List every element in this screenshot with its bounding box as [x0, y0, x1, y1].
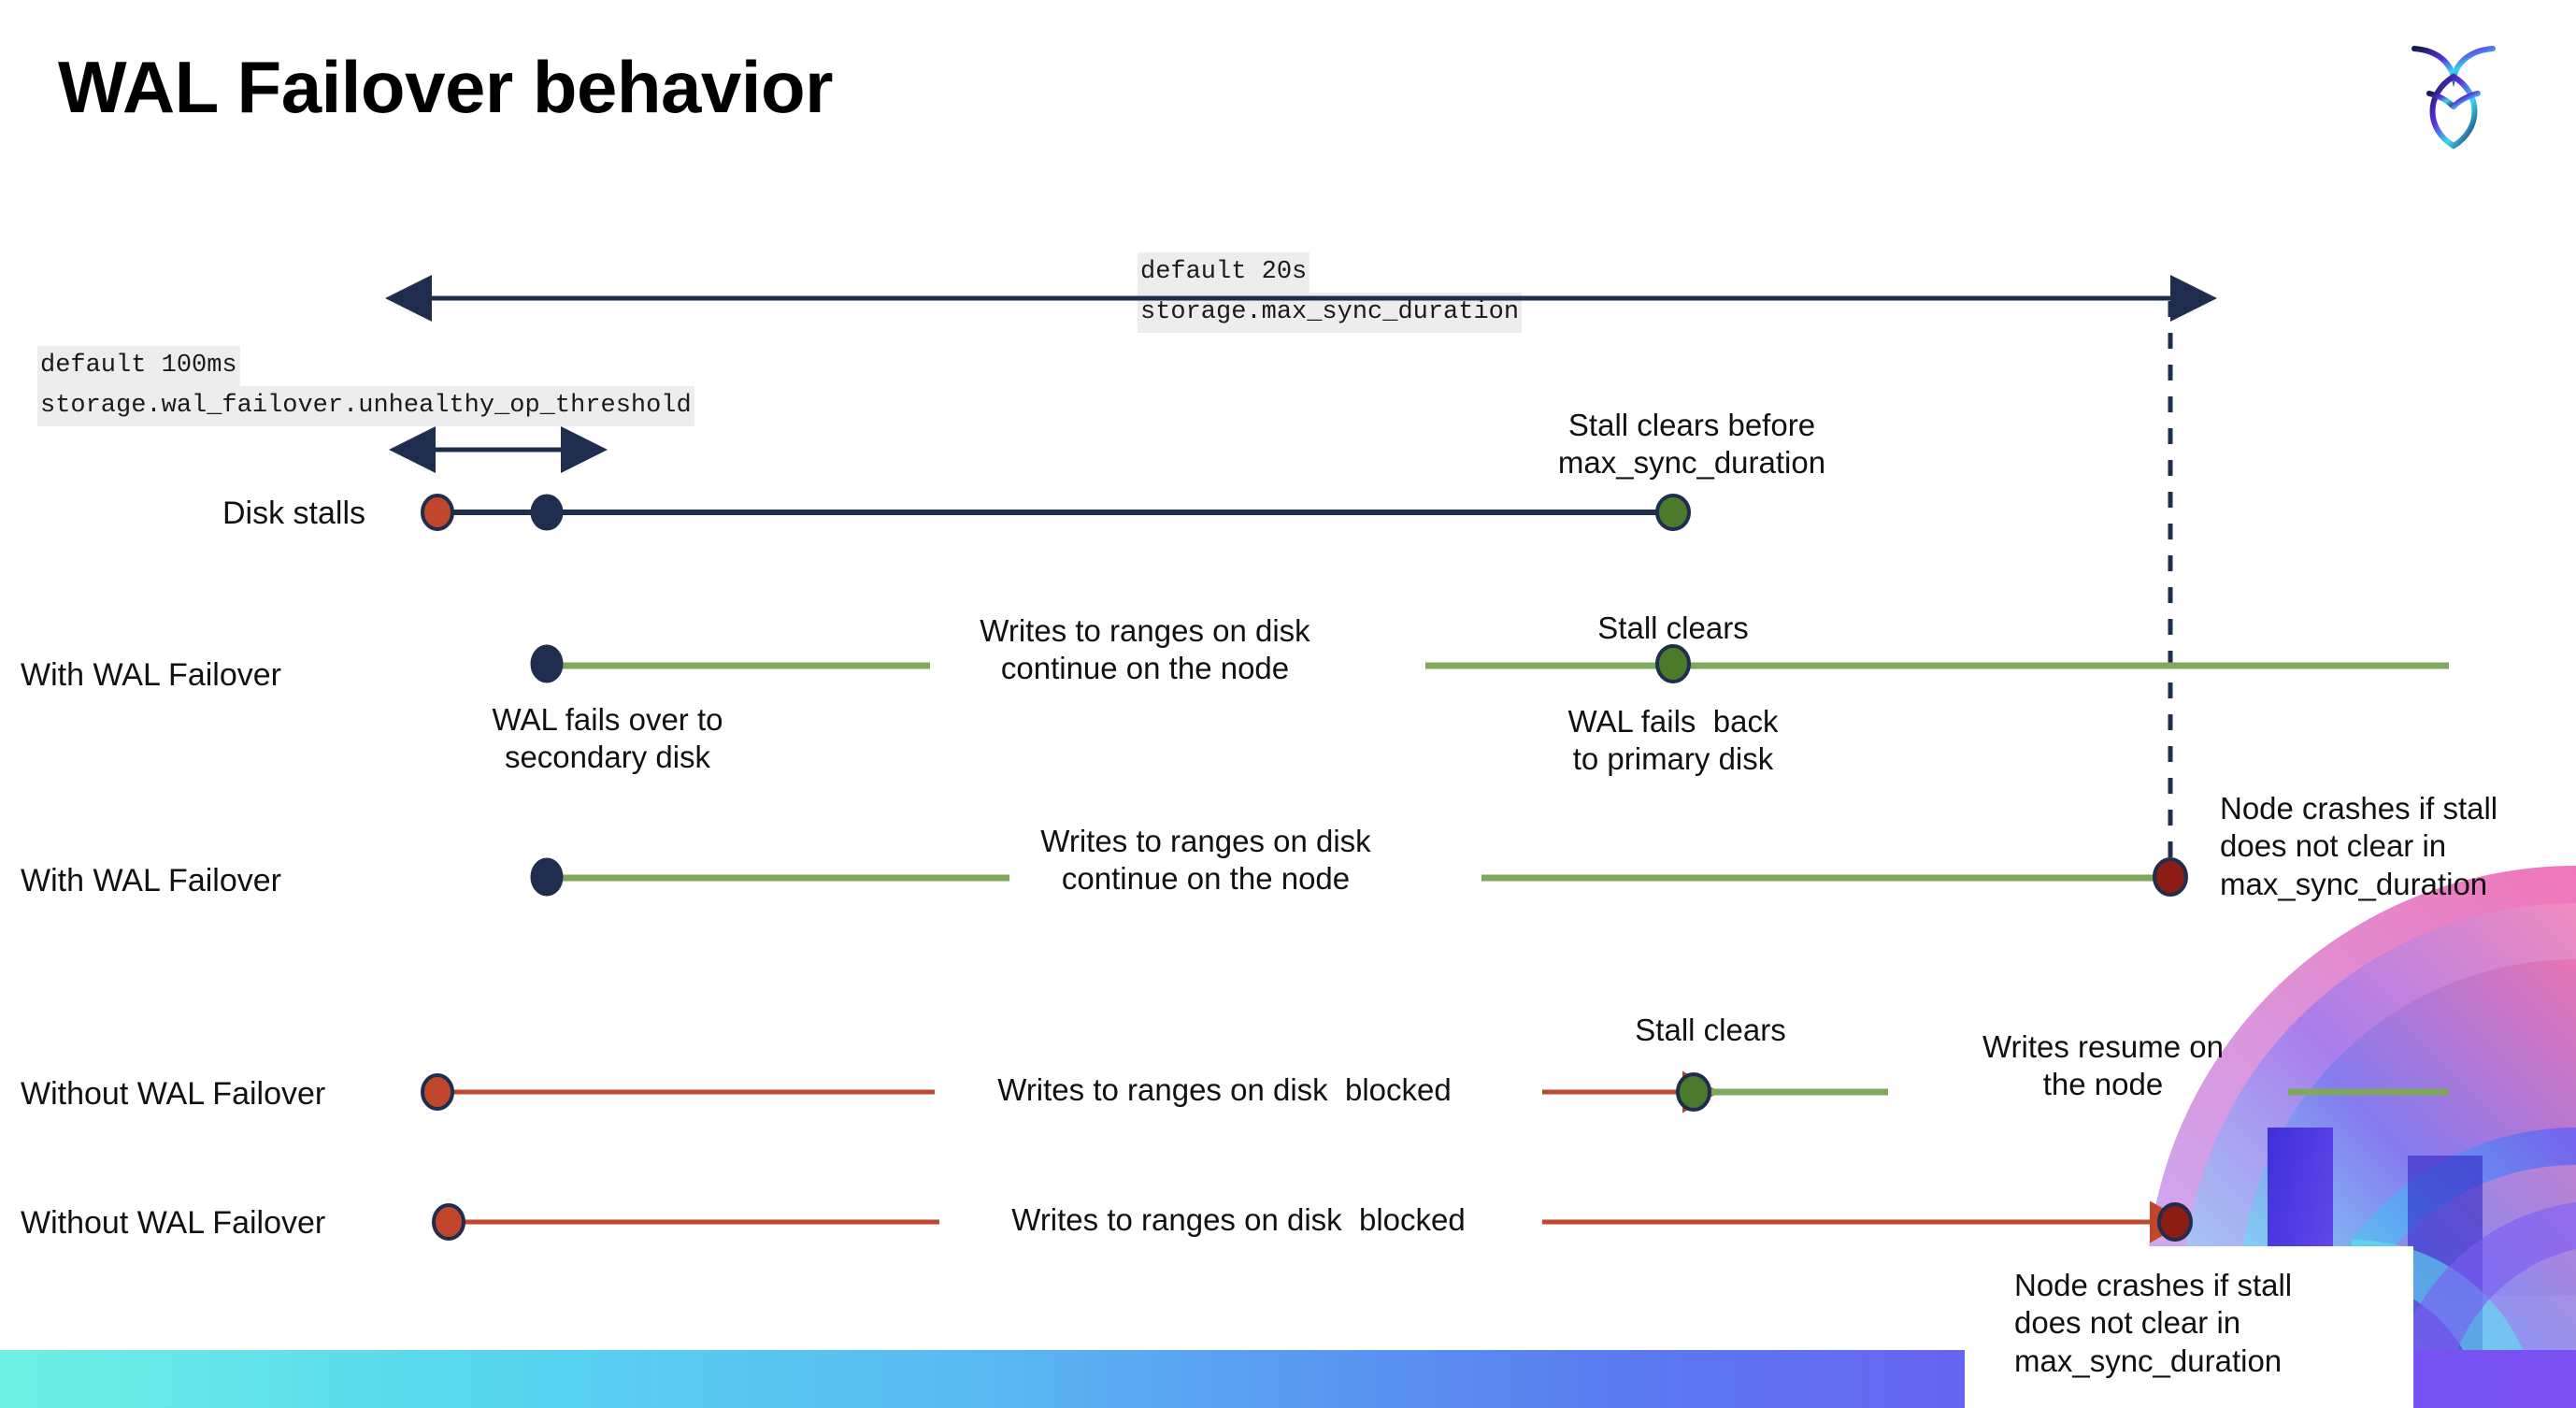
note-writes-resume: Writes resume on the node: [1982, 1029, 2224, 1102]
timeline-row-without-wal-failover-1: [421, 1070, 2449, 1113]
note-writes-blocked-1: Writes to ranges on disk blocked: [997, 1072, 1452, 1107]
marker-stall-clears-failover: [1655, 644, 1691, 683]
timeline-row-disk-stalls: [421, 494, 1691, 531]
note-wal-fails-over: WAL fails over to secondary disk: [492, 702, 723, 775]
row-label-without-wal-failover-1: Without WAL Failover: [21, 1076, 326, 1112]
row-label-disk-stalls: Disk stalls: [222, 496, 366, 531]
node-crashes-callout-backdrop: [1965, 1246, 2413, 1408]
note-writes-blocked-2: Writes to ranges on disk blocked: [1011, 1202, 1466, 1237]
marker-node-crash-1: [2153, 857, 2188, 897]
marker-wal-failover-2: [530, 857, 564, 897]
marker-wal-failover-1: [530, 644, 564, 683]
timeline-row-with-wal-failover-2: [530, 857, 2188, 897]
note-stall-clears-before-max-sync: Stall clears before max_sync_duration: [1557, 408, 1826, 481]
page-title: WAL Failover behavior: [58, 46, 833, 128]
marker-node-crash-2: [2157, 1202, 2193, 1242]
unhealthy-op-default-label: default 100ms: [37, 346, 240, 387]
marker-threshold-crossed: [530, 494, 564, 531]
note-stall-clears-1: Stall clears: [1597, 611, 1749, 645]
unhealthy-op-threshold-annotation: default 100ms storage.wal_failover.unhea…: [37, 346, 694, 427]
timeline-row-with-wal-failover-1: [530, 644, 2449, 683]
cockroach-labs-logo-icon: [2411, 46, 2496, 150]
row-label-with-wal-failover-1: With WAL Failover: [21, 657, 281, 693]
note-writes-continue-1: Writes to ranges on disk continue on the…: [980, 613, 1310, 686]
note-writes-continue-2: Writes to ranges on disk continue on the…: [1040, 824, 1371, 897]
note-wal-fails-back: WAL fails back to primary disk: [1567, 704, 1779, 777]
row-label-without-wal-failover-2: Without WAL Failover: [21, 1205, 326, 1241]
note-node-crashes-2: Node crashes if stall does not clear in …: [2014, 1268, 2293, 1378]
marker-stall-start-no-failover-1: [421, 1073, 454, 1111]
marker-stall-start-no-failover-2: [432, 1203, 465, 1241]
unhealthy-op-setting-label: storage.wal_failover.unhealthy_op_thresh…: [37, 386, 694, 427]
note-node-crashes-1: Node crashes if stall does not clear in …: [2220, 791, 2498, 901]
marker-stall-start: [421, 494, 454, 531]
row-label-with-wal-failover-2: With WAL Failover: [21, 863, 281, 898]
note-stall-clears-2: Stall clears: [1635, 1013, 1786, 1047]
marker-stall-clears-disk: [1655, 494, 1691, 531]
marker-stall-clears-no-failover: [1676, 1072, 1711, 1112]
timeline-row-without-wal-failover-2: [432, 1200, 2193, 1243]
